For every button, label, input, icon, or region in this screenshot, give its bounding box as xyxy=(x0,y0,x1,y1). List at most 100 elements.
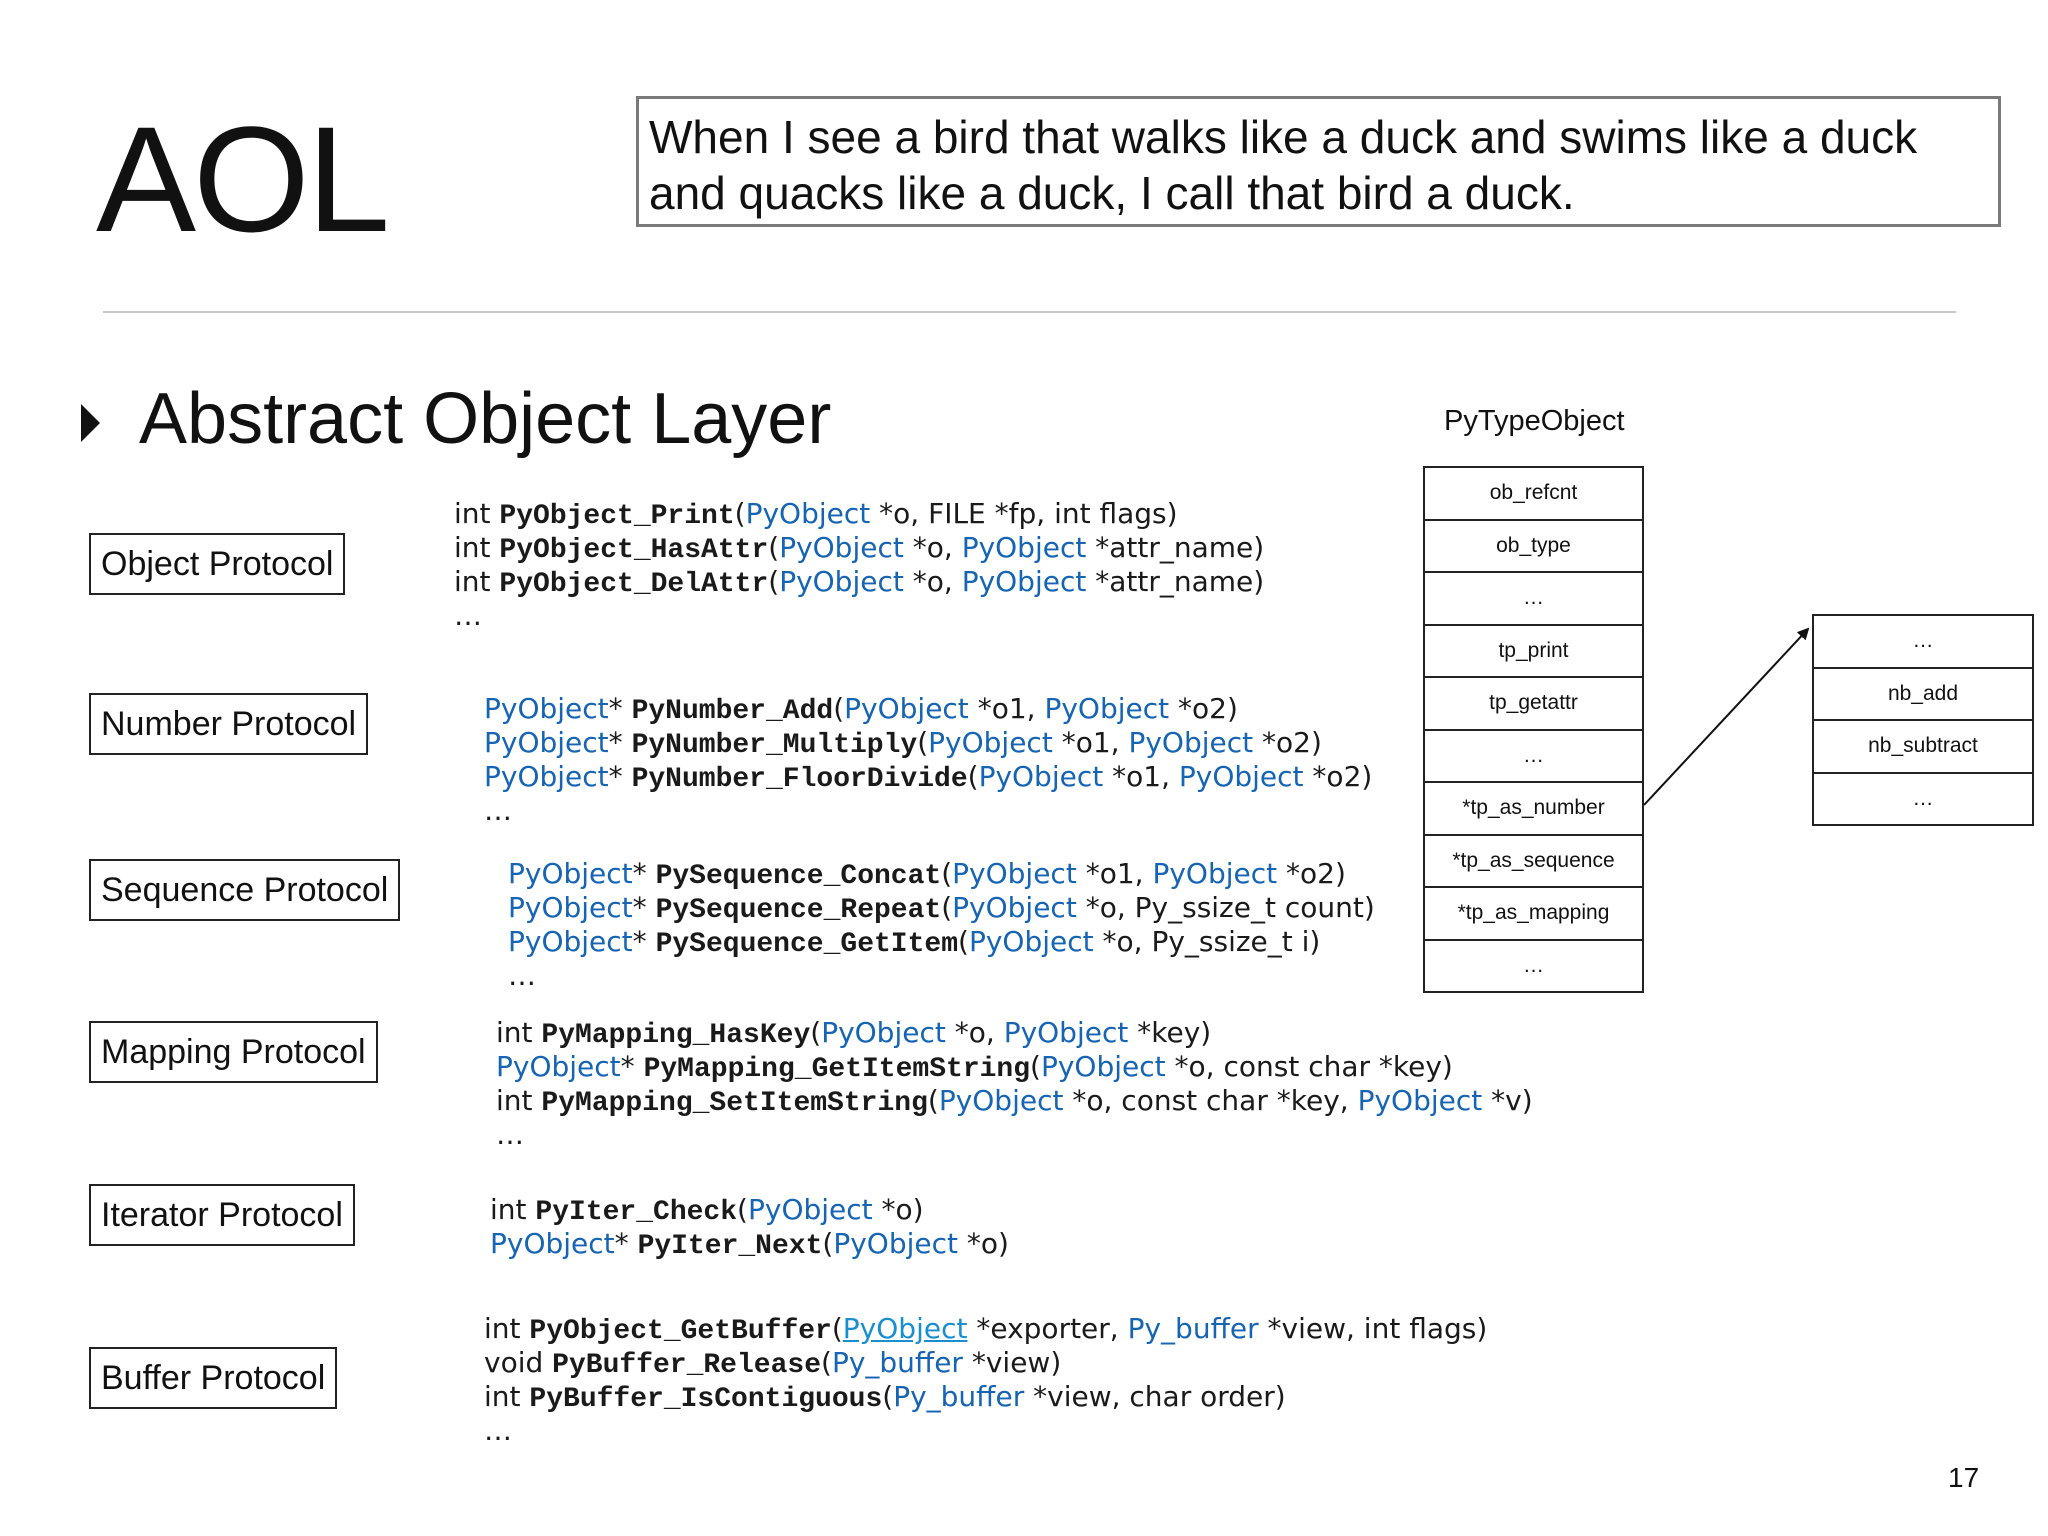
number-methods-field: … xyxy=(1814,774,2032,826)
function-signature: PyObject* PyNumber_Multiply(PyObject *o1… xyxy=(484,726,1372,761)
function-signature: PyObject* PyIter_Next(PyObject *o) xyxy=(490,1227,1009,1262)
tp-as-number-arrow xyxy=(1643,627,1810,806)
type-name: PyObject xyxy=(978,760,1104,793)
signature-text: int xyxy=(454,497,500,530)
signature-text: * xyxy=(608,726,632,759)
signature-text: int xyxy=(484,1380,530,1413)
function-name: PySequence_GetItem xyxy=(655,929,959,960)
type-name: PyObject xyxy=(833,1227,958,1260)
type-name: PyObject xyxy=(508,891,633,924)
function-signature: int PyObject_Print(PyObject *o, FILE *fp… xyxy=(454,497,1264,532)
signature-text: *o, FILE *fp, int flags) xyxy=(870,497,1178,530)
function-signature: int PyObject_HasAttr(PyObject *o, PyObje… xyxy=(454,531,1264,566)
signature-text: int xyxy=(454,565,500,598)
function-name: PyNumber_FloorDivide xyxy=(631,764,968,795)
number-protocol-label: Number Protocol xyxy=(89,693,369,755)
mapping-protocol-label: Mapping Protocol xyxy=(89,1021,378,1083)
function-signature: PyObject* PySequence_GetItem(PyObject *o… xyxy=(508,925,1375,960)
signature-text: * xyxy=(632,925,656,958)
function-name: PyBuffer_Release xyxy=(552,1350,821,1381)
function-signature: … xyxy=(484,794,1372,828)
signature-text: *key) xyxy=(1128,1016,1212,1049)
type-name: PyObject xyxy=(1003,1016,1129,1049)
type-name: PyObject xyxy=(508,857,633,890)
signature-text: ( xyxy=(882,1380,894,1413)
signature-text: *view) xyxy=(962,1346,1062,1379)
signature-text: *o1, xyxy=(968,692,1045,725)
pytypeobject-field: … xyxy=(1425,941,1642,993)
signature-text: ( xyxy=(1030,1050,1041,1083)
type-name: PyObject xyxy=(1357,1084,1483,1117)
type-name: PyObject xyxy=(745,497,871,530)
number-methods-field: nb_add xyxy=(1814,669,2032,721)
signature-text: *o2) xyxy=(1303,760,1373,793)
function-signature: int PyIter_Check(PyObject *o) xyxy=(490,1193,1009,1228)
pytypeobject-field: *tp_as_mapping xyxy=(1425,888,1642,941)
function-name: PySequence_Repeat xyxy=(655,895,942,926)
function-signature: … xyxy=(496,1118,1533,1152)
number-protocol-functions: PyObject* PyNumber_Add(PyObject *o1, PyO… xyxy=(484,692,1372,828)
signature-text: ( xyxy=(967,760,979,793)
signature-text: *o) xyxy=(958,1227,1009,1260)
type-name: PyObject xyxy=(1044,692,1170,725)
signature-text: … xyxy=(484,1414,512,1447)
signature-text: int xyxy=(454,531,500,564)
signature-text: void xyxy=(484,1346,553,1379)
signature-text: ( xyxy=(737,1193,748,1226)
signature-text: … xyxy=(496,1118,524,1151)
signature-text: *o, xyxy=(903,531,962,564)
iterator-protocol-functions: int PyIter_Check(PyObject *o)PyObject* P… xyxy=(490,1193,1009,1262)
function-name: PyIter_Check xyxy=(535,1197,738,1228)
type-name: PyObject xyxy=(961,565,1087,598)
pytypeobject-field: tp_getattr xyxy=(1425,678,1642,731)
signature-text: *o, const char *key) xyxy=(1165,1050,1453,1083)
signature-text: ( xyxy=(958,925,969,958)
signature-text: *exporter, xyxy=(967,1312,1128,1345)
type-name: PyObject xyxy=(844,692,969,725)
function-name: PyObject_Print xyxy=(499,501,735,532)
type-name: PyObject xyxy=(747,1193,873,1226)
signature-text: ( xyxy=(831,1312,843,1345)
signature-text: int xyxy=(496,1084,542,1117)
pytypeobject-field: … xyxy=(1425,573,1642,626)
function-signature: int PyBuffer_IsContiguous(Py_buffer *vie… xyxy=(484,1380,1487,1415)
signature-text: *o1, xyxy=(1076,857,1153,890)
mapping-protocol-functions: int PyMapping_HasKey(PyObject *o, PyObje… xyxy=(496,1016,1533,1152)
signature-text: ( xyxy=(768,531,780,564)
duck-typing-quote: When I see a bird that walks like a duck… xyxy=(636,96,2001,227)
signature-text: * xyxy=(614,1227,638,1260)
pytypeobject-field: … xyxy=(1425,731,1642,783)
type-name: PyObject xyxy=(821,1016,946,1049)
object-protocol-label: Object Protocol xyxy=(89,533,346,595)
function-name: PyObject_GetBuffer xyxy=(529,1316,832,1347)
signature-text: ( xyxy=(927,1084,939,1117)
type-name: PyObject xyxy=(484,726,609,759)
signature-text: *o, xyxy=(903,565,962,598)
signature-text: * xyxy=(608,692,632,725)
function-name: PyNumber_Add xyxy=(631,696,834,727)
function-name: PyObject_DelAttr xyxy=(499,569,769,600)
signature-text: ( xyxy=(734,497,746,530)
signature-text: … xyxy=(484,794,512,827)
type-name: PyObject xyxy=(484,692,609,725)
pytypeobject-field: tp_print xyxy=(1425,626,1642,678)
function-name: PyIter_Next xyxy=(637,1231,823,1262)
type-name: PyObject xyxy=(496,1050,621,1083)
function-signature: PyObject* PySequence_Repeat(PyObject *o,… xyxy=(508,891,1375,926)
function-name: PyNumber_Multiply xyxy=(631,730,918,761)
object-protocol-functions: int PyObject_Print(PyObject *o, FILE *fp… xyxy=(454,497,1264,633)
function-signature: PyObject* PySequence_Concat(PyObject *o1… xyxy=(508,857,1375,892)
function-signature: PyObject* PyMapping_GetItemString(PyObje… xyxy=(496,1050,1533,1085)
signature-text: *o1, xyxy=(1052,726,1129,759)
signature-text: ( xyxy=(941,857,953,890)
slide-title: AOL xyxy=(96,95,390,263)
signature-text: *o, const char *key, xyxy=(1063,1084,1358,1117)
signature-text: *view, char order) xyxy=(1024,1380,1286,1413)
signature-text: * xyxy=(608,760,632,793)
signature-text: int xyxy=(490,1193,536,1226)
signature-text: int xyxy=(484,1312,530,1345)
pytypeobject-field: ob_refcnt xyxy=(1425,468,1642,521)
number-methods-field: nb_subtract xyxy=(1814,721,2032,774)
